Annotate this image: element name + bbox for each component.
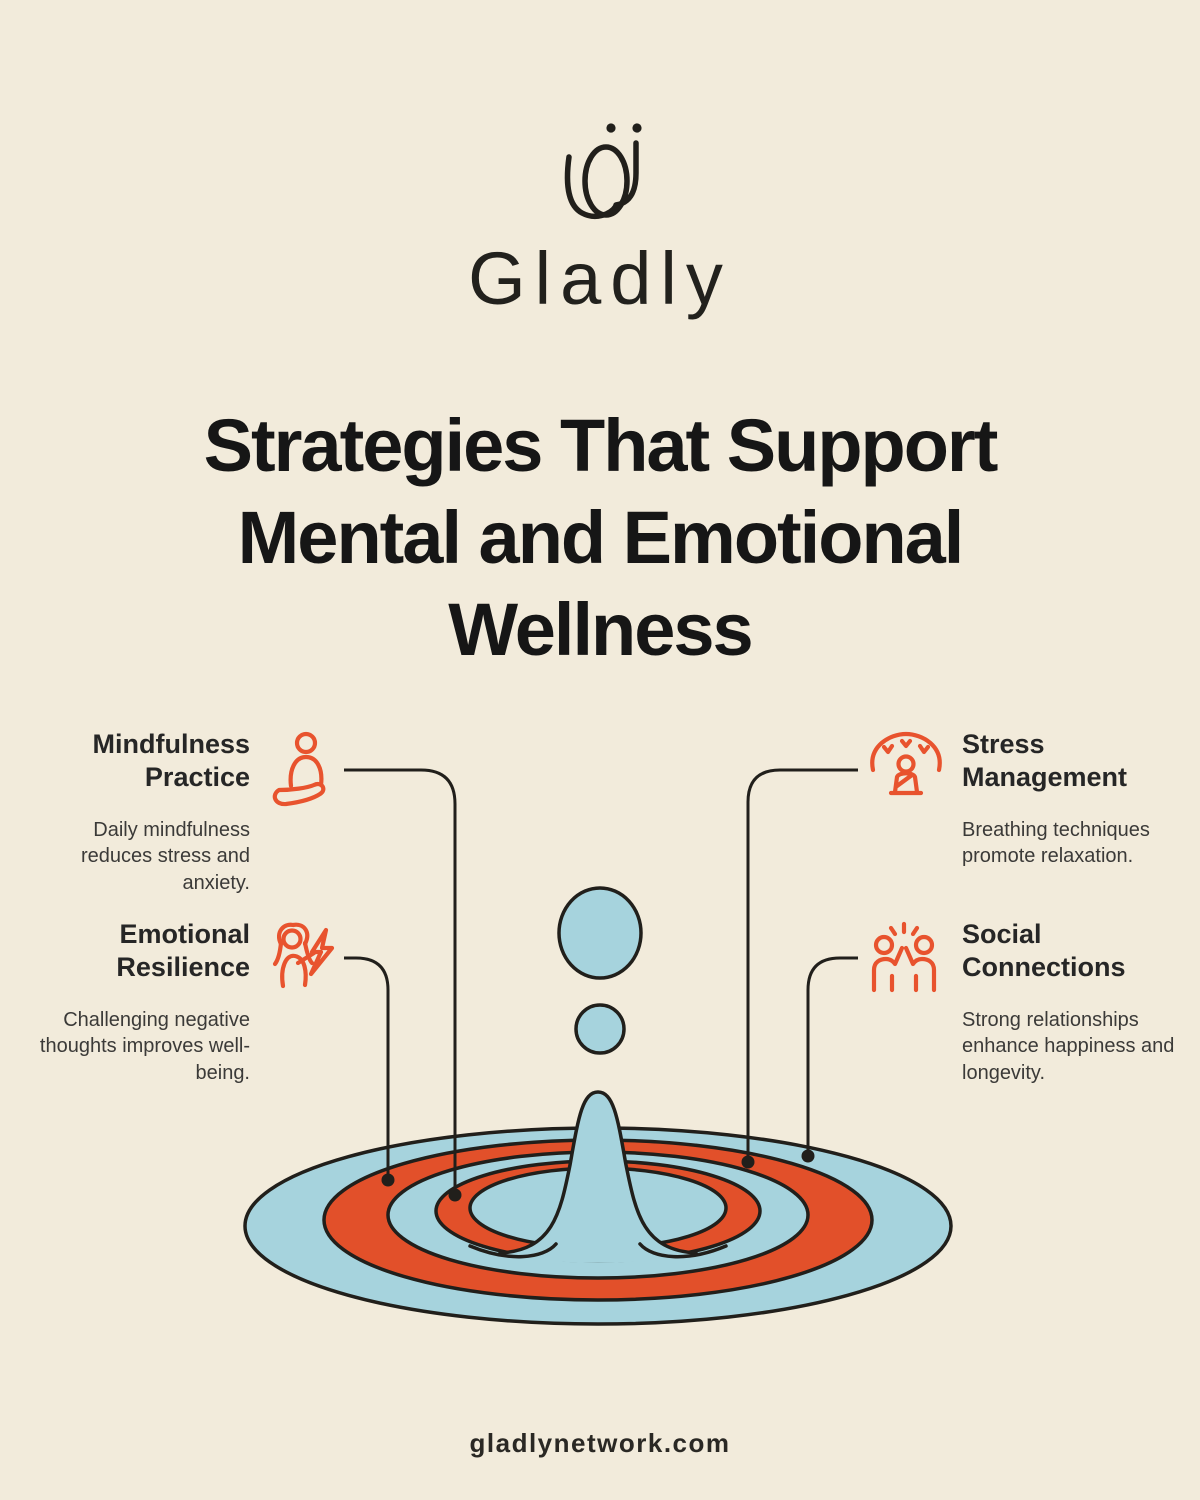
calm-breathing-icon [862,728,950,816]
feature-body: Daily mindfulness reduces stress and anx… [81,818,250,894]
title-line: Mental and Emotional [237,495,965,579]
feature-body: Breathing techniques promote relaxation. [962,818,1150,868]
feature-heading: Social Connections [962,918,1184,985]
ripple-rings [243,1126,953,1326]
water-droplets [557,886,643,1055]
feature-social-connections: Social Connections Strong relationships … [862,918,1188,1086]
splash-column [468,1090,728,1263]
title-line: Wellness [448,587,753,671]
person-lightning-icon [262,918,350,1006]
feature-heading-line: Practice [144,762,250,793]
feature-heading-line: Mindfulness [92,729,250,759]
feature-heading: Mindfulness Practice [38,728,250,795]
feature-emotional-resilience: Emotional Resilience Challenging negativ… [28,918,350,1086]
feature-mindfulness-practice: Mindfulness Practice Daily mindfulness r… [38,728,350,896]
feature-body: Challenging negative thoughts improves w… [39,1008,250,1084]
connector-lines [344,768,858,1202]
brand-wordmark: Gladly [468,237,732,320]
page-title: Strategies That Support Mental and Emoti… [0,400,1200,675]
feature-heading-line: Resilience [116,952,250,983]
feature-heading: Stress Management [962,728,1184,795]
small-droplet [574,1003,626,1055]
feature-heading-line: Management [962,762,1128,793]
high-five-icon [862,918,950,1006]
feature-body: Strong relationships enhance happiness a… [962,1008,1175,1084]
feature-heading: Emotional Resilience [28,918,250,985]
feature-heading-line: Social [962,919,1042,949]
gladly-mark-icon [564,123,642,219]
website-url: gladlynetwork.com [469,1428,731,1458]
feature-heading-line: Connections [962,952,1126,983]
title-line: Strategies That Support [203,404,999,487]
large-droplet [557,886,643,980]
feature-heading-line: Emotional [119,919,250,949]
feature-heading-line: Stress [962,729,1045,759]
meditation-icon [262,728,350,816]
feature-stress-management: Stress Management Breathing techniques p… [862,728,1188,870]
